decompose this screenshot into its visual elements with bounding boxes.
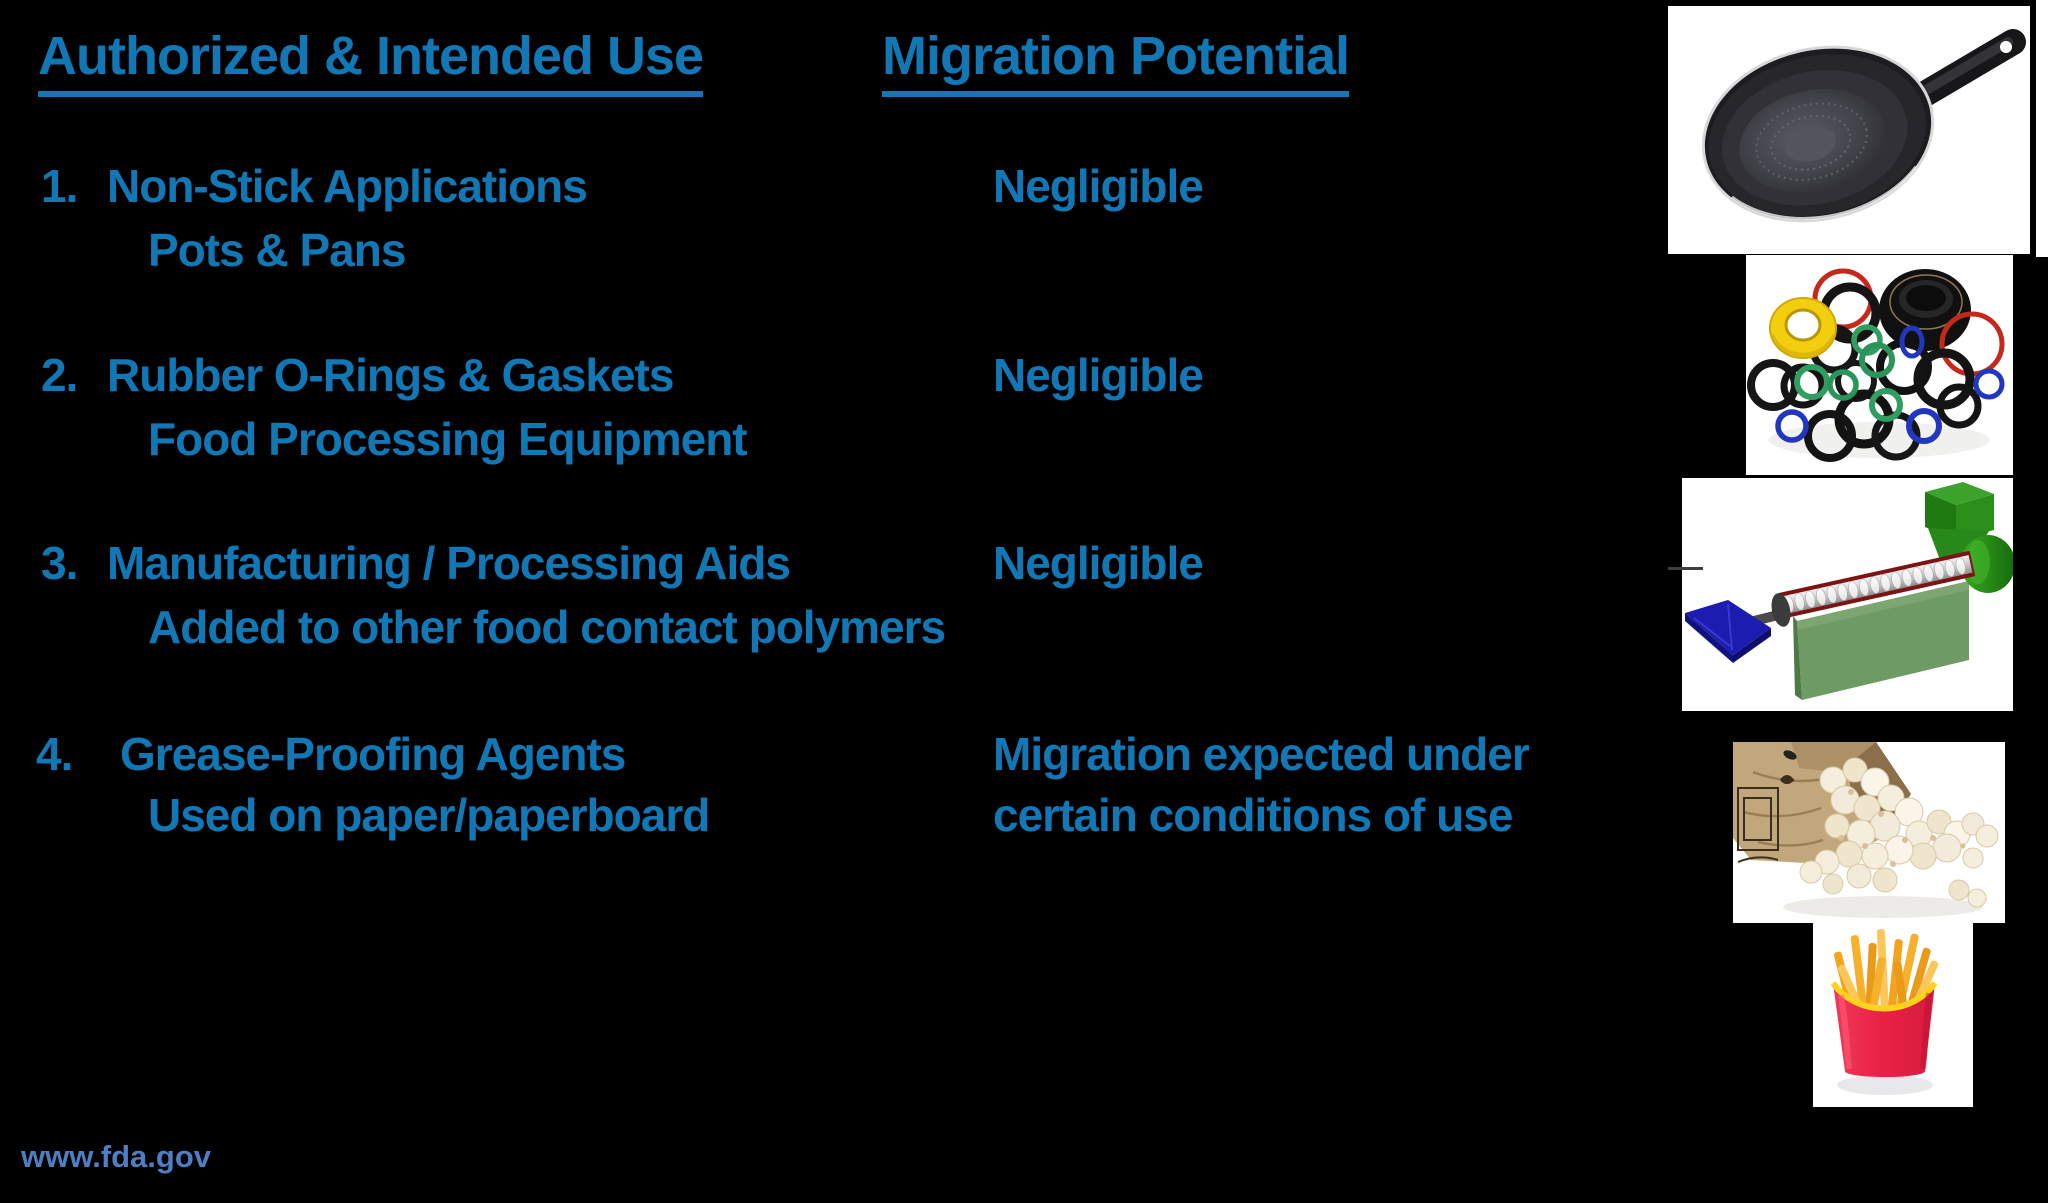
- item-4-title: Grease-Proofing Agents: [120, 728, 626, 780]
- item-3-title: Manufacturing / Processing Aids: [107, 537, 791, 589]
- frying-pan-icon: [1701, 29, 2026, 223]
- popcorn-image: [1733, 742, 2005, 923]
- item-1-subtitle: Pots & Pans: [148, 224, 406, 276]
- item-4-migration-line1: Migration expected under: [993, 728, 1530, 780]
- item-4-migration-line2: certain conditions of use: [993, 789, 1513, 841]
- item-2-title-row: 2. Rubber O-Rings & Gaskets: [41, 349, 674, 401]
- item-3-subtitle: Added to other food contact polymers: [148, 601, 946, 653]
- fries-image: [1813, 923, 1973, 1107]
- o-rings-icon: [1746, 255, 2013, 475]
- item-3-number: 3.: [41, 537, 78, 589]
- item-1-migration: Negligible: [993, 160, 1204, 212]
- header-migration-potential: Migration Potential: [882, 28, 1350, 97]
- item-2-number: 2.: [41, 349, 78, 401]
- item-4-title-row: 4. Grease-Proofing Agents: [36, 728, 626, 780]
- o-rings-image: [1746, 255, 2013, 475]
- item-3-title-row: 3. Manufacturing / Processing Aids: [41, 537, 791, 589]
- item-2-title: Rubber O-Rings & Gaskets: [107, 349, 674, 401]
- extruder-image: [1682, 478, 2013, 711]
- item-4-subtitle: Used on paper/paperboard: [148, 789, 710, 841]
- item-1-title: Non-Stick Applications: [107, 160, 588, 212]
- item-4-number: 4.: [36, 728, 73, 780]
- fda-url: www.fda.gov: [21, 1139, 212, 1174]
- image-edge-sliver: [2036, 0, 2048, 257]
- item-2-subtitle: Food Processing Equipment: [148, 413, 748, 465]
- item-1-number: 1.: [41, 160, 78, 212]
- frying-pan-image: [1668, 6, 2030, 254]
- item-2-migration: Negligible: [993, 349, 1204, 401]
- popcorn-icon: [1733, 742, 2005, 923]
- header-authorized-use: Authorized & Intended Use: [38, 28, 704, 97]
- item-3-migration: Negligible: [993, 537, 1204, 589]
- dash-artifact: [1668, 567, 1703, 570]
- fries-icon: [1813, 923, 1973, 1107]
- extruder-icon: [1682, 478, 2013, 711]
- item-1-title-row: 1. Non-Stick Applications: [41, 160, 588, 212]
